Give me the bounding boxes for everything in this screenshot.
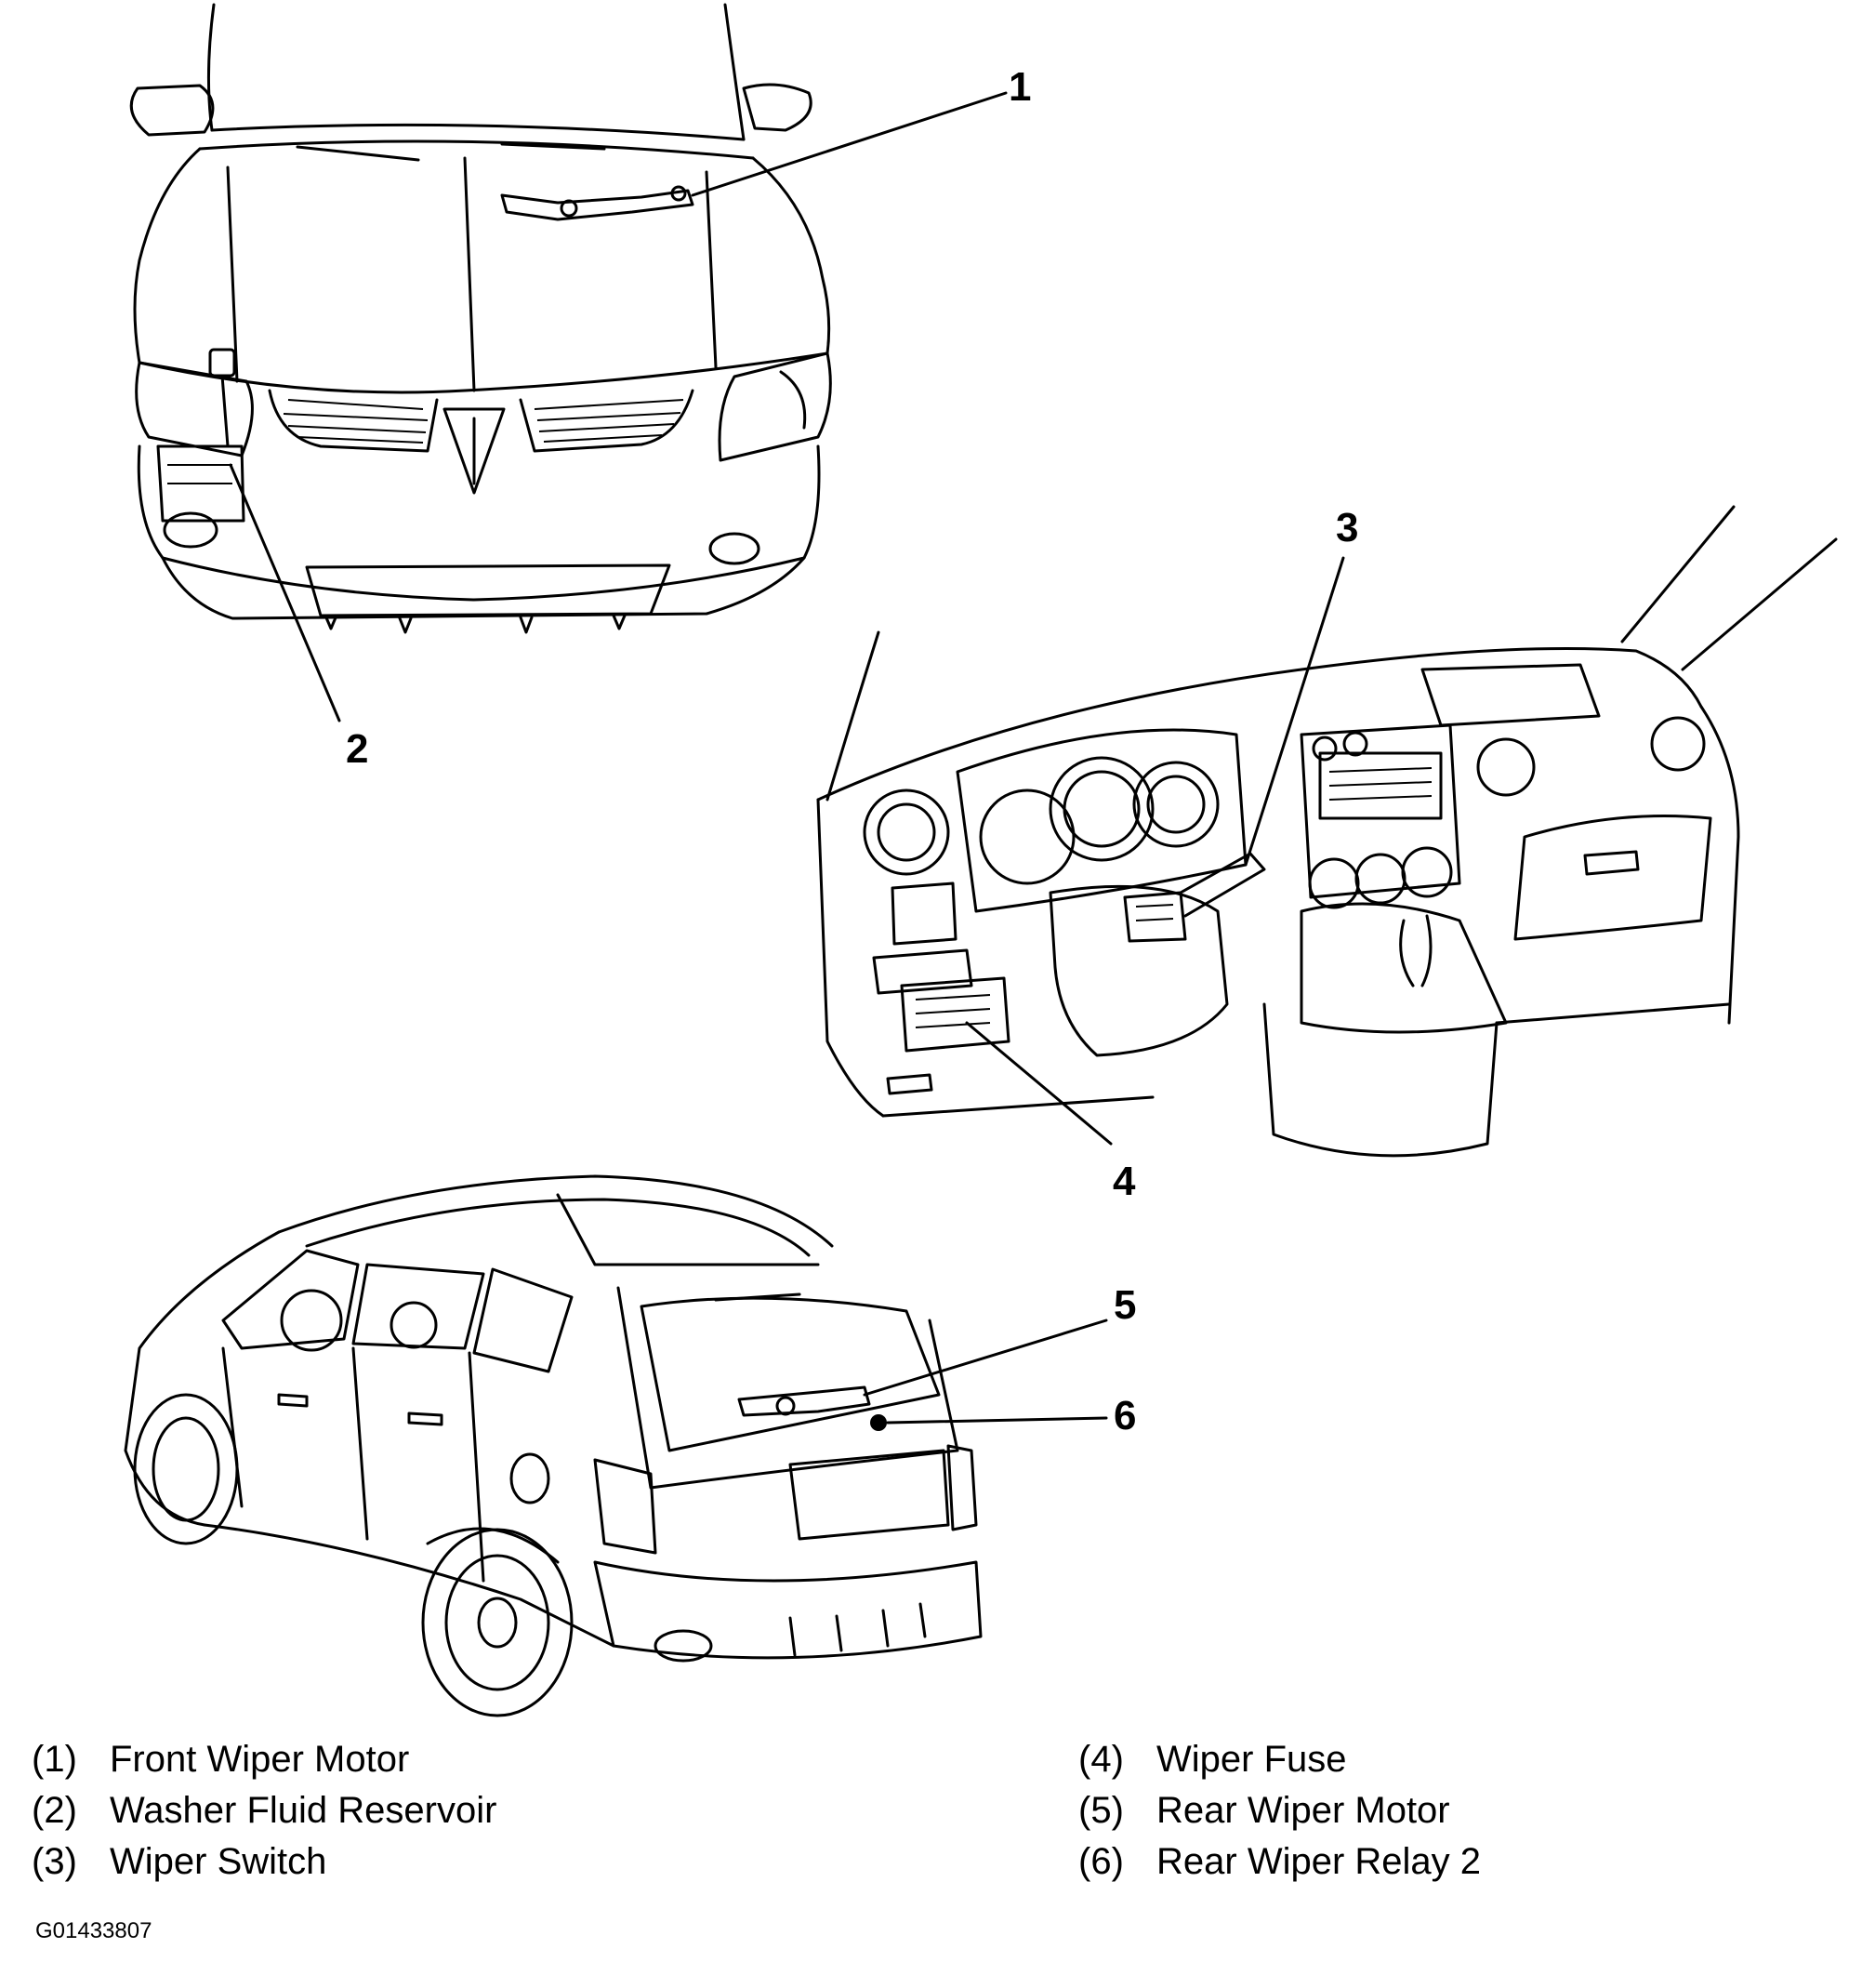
legend-number: (5) (1078, 1790, 1124, 1831)
legend-number: (4) (1078, 1739, 1124, 1780)
left-mirror (129, 84, 215, 137)
defrost-vent (1420, 663, 1601, 727)
rear-vehicle-view (124, 1174, 983, 1717)
legend-item-5: (5) Rear Wiper Motor (1078, 1792, 1450, 1829)
rear-wiper-motor-shape (737, 1385, 871, 1417)
callout-3: 3 (1336, 505, 1358, 550)
leader-line-3 (1244, 556, 1345, 867)
leader-line-1 (691, 91, 1008, 197)
dashboard-view (816, 505, 1838, 1158)
legend-item-4: (4) Wiper Fuse (1078, 1741, 1347, 1778)
legend-number: (2) (32, 1790, 77, 1831)
callout-5: 5 (1114, 1282, 1136, 1328)
legend-item-1: (1) Front Wiper Motor (32, 1741, 409, 1778)
callout-4: 4 (1113, 1159, 1136, 1204)
right-mirror (742, 83, 812, 132)
legend-number: (3) (32, 1841, 77, 1882)
legend-item-3: (3) Wiper Switch (32, 1843, 326, 1880)
rear-relay-marker (870, 1414, 887, 1431)
legend-label: Wiper Fuse (1156, 1739, 1347, 1780)
callout-6: 6 (1114, 1393, 1136, 1438)
front-wiper-motor-shape (500, 189, 694, 221)
callout-1: 1 (1009, 64, 1031, 110)
figure-id: G01433807 (35, 1918, 152, 1943)
legend-item-2: (2) Washer Fluid Reservoir (32, 1792, 496, 1829)
leader-line-4 (965, 1021, 1113, 1146)
legend-label: Wiper Switch (110, 1841, 327, 1882)
fuse-block-shape (900, 976, 1010, 1053)
legend-number: (1) (32, 1739, 77, 1780)
washer-reservoir-shape (156, 444, 245, 523)
legend-label: Front Wiper Motor (110, 1739, 410, 1780)
legend-label: Rear Wiper Relay 2 (1156, 1841, 1482, 1882)
leader-line-2 (229, 463, 341, 722)
legend-label: Rear Wiper Motor (1156, 1790, 1450, 1831)
leader-lines (229, 91, 1345, 1425)
leader-line-6 (886, 1416, 1108, 1425)
legend-number: (6) (1078, 1841, 1124, 1882)
front-vehicle-view (129, 3, 832, 634)
legend-item-6: (6) Rear Wiper Relay 2 (1078, 1843, 1481, 1880)
callout-2: 2 (346, 726, 368, 772)
wiper-switch-shape (1123, 891, 1187, 943)
leader-line-5 (863, 1319, 1108, 1397)
front-emblem (442, 407, 506, 495)
legend-label: Washer Fluid Reservoir (110, 1790, 497, 1831)
